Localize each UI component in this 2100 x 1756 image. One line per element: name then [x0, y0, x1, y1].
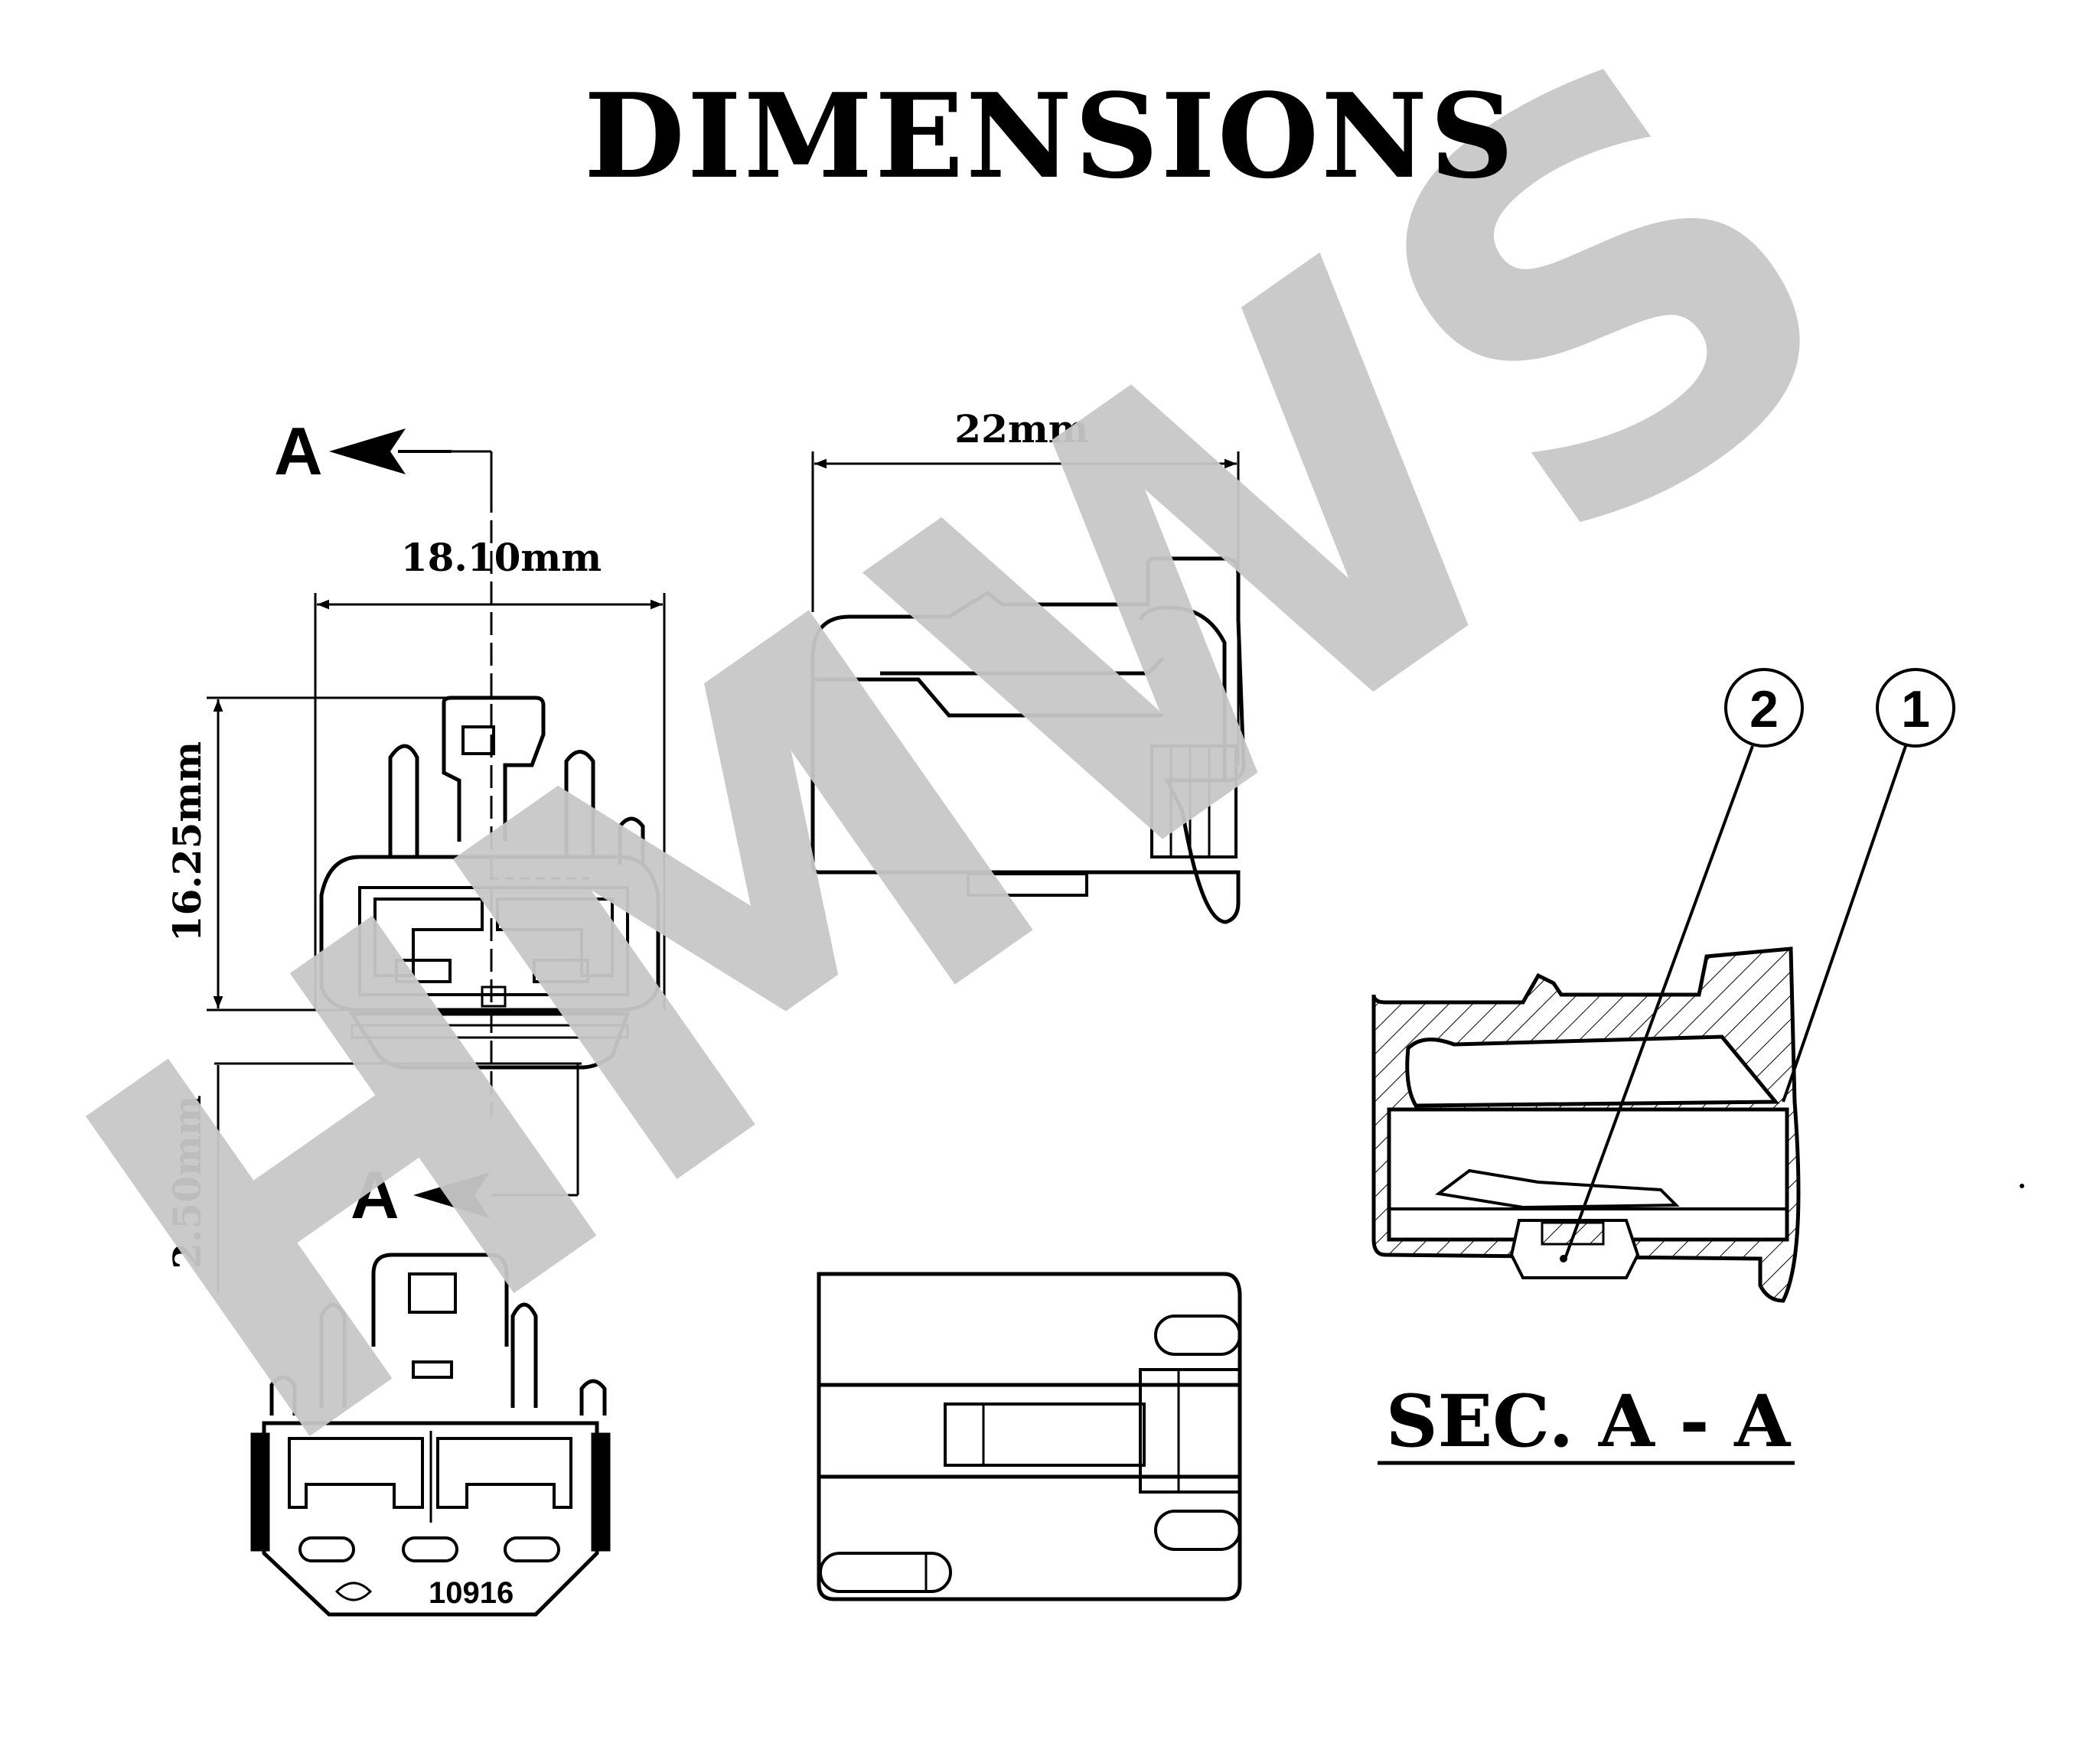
- watermark: HMWS: [0, 0, 1946, 1569]
- section-arrow-top: [329, 428, 452, 474]
- section-title: SEC. A - A: [1386, 1380, 1792, 1464]
- section-marker-top: A: [274, 413, 323, 489]
- page-title: DIMENSIONS: [584, 67, 1516, 204]
- section-arrow-bottom: [413, 1172, 490, 1218]
- callout-1-label: 1: [1901, 680, 1930, 738]
- dim-height-front: 16.25mm: [165, 741, 210, 942]
- rear-view: [250, 1253, 611, 1617]
- section-view: [1371, 946, 1801, 1303]
- dim-length-side: 22mm: [954, 406, 1088, 451]
- part-marking: 10916: [429, 1576, 514, 1610]
- dim-pitch: 2.50mm: [165, 1095, 210, 1269]
- callout-2: [1564, 668, 1804, 1259]
- callout-1: [1782, 668, 1955, 1103]
- bottom-view: [817, 1272, 1242, 1601]
- stray-dot: [2020, 1184, 2024, 1188]
- callout-2-label: 2: [1749, 680, 1779, 738]
- dim-width-front: 18.10mm: [401, 535, 602, 580]
- front-view: [207, 450, 666, 1293]
- side-view: [810, 451, 1246, 924]
- section-marker-bottom: A: [351, 1157, 399, 1233]
